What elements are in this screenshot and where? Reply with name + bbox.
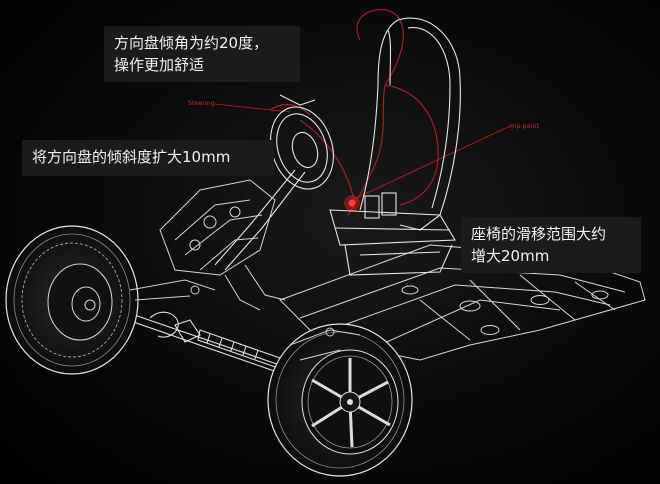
hip-point-tag: Hip point [510,123,539,130]
seat-slide-line2: 增大20mm [471,247,550,265]
seat [329,17,461,276]
ergonomic-envelope [269,9,439,216]
steering-tilt-line2: 操作更加舒适 [114,56,205,74]
steering-rack [119,309,301,381]
front-suspension [129,279,361,361]
steering-tag: Steering [188,100,215,107]
steering-tilt-callout: 方向盘倾角为约20度， 操作更加舒适 [104,26,300,82]
steering-tilt-line1: 方向盘倾角为约20度， [114,34,269,52]
seat-slide-line1: 座椅的滑移范围大约 [471,225,607,243]
left-front-wheel [5,225,139,375]
steering-extend-callout: 将方向盘的倾斜度扩大10mm [22,140,274,176]
annotation-lines [214,103,511,201]
pedal-cluster [159,179,286,311]
hip-point-marker [344,195,360,211]
steering-extend-text: 将方向盘的倾斜度扩大10mm [32,148,231,166]
seat-slide-callout: 座椅的滑移范围大约 增大20mm [461,217,641,273]
steering-assembly [214,94,334,271]
right-front-wheel [267,323,413,477]
